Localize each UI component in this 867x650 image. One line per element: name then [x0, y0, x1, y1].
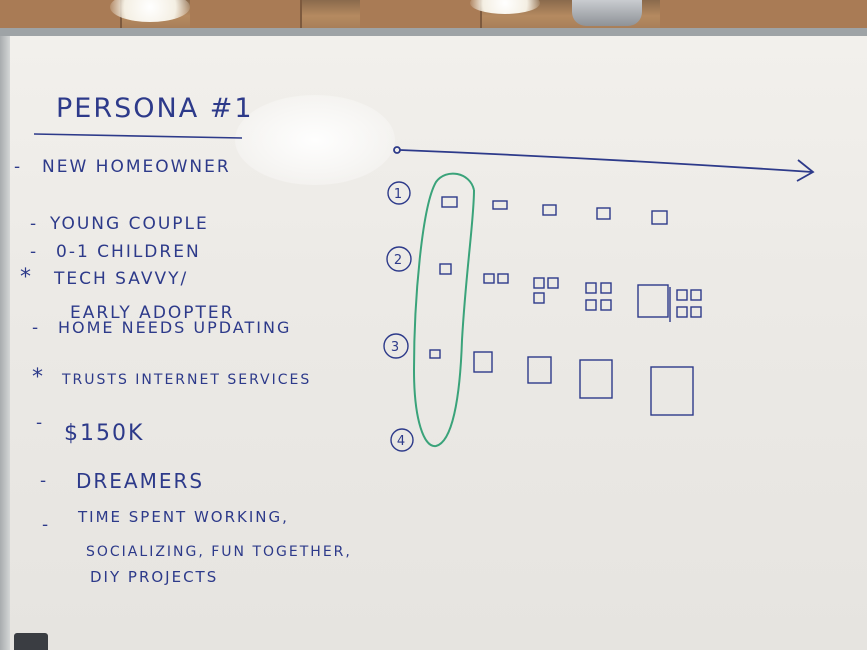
trait-bullet: -	[36, 413, 44, 433]
row-number: 1	[394, 187, 404, 202]
trait-bullet: -	[14, 157, 22, 177]
trait-text: TIME SPENT WORKING,	[77, 508, 289, 526]
trait-text: DIY PROJECTS	[90, 568, 218, 586]
row-number-circle	[390, 428, 414, 452]
eraser	[14, 633, 48, 650]
trait-bullet: -	[32, 318, 40, 338]
green-highlight-loop	[412, 172, 475, 448]
trait-text: TRUSTS INTERNET SERVICES	[61, 372, 311, 388]
timeline-arrow	[393, 146, 815, 182]
light-glare	[235, 95, 395, 185]
row-number-circle	[386, 246, 412, 272]
square-row-3	[429, 349, 694, 416]
trait-text: 0-1 CHILDREN	[56, 242, 201, 262]
trait-bullet: -	[30, 214, 38, 234]
trait-text: NEW HOMEOWNER	[42, 157, 231, 177]
title-underline	[33, 133, 243, 139]
square-row-2	[439, 263, 702, 322]
trait-bullet: -	[30, 242, 38, 262]
trait-text: SOCIALIZING, FUN TOGETHER,	[86, 544, 352, 560]
row-number: 4	[397, 434, 407, 449]
trait-text: EARLY ADOPTER	[70, 303, 234, 323]
trait-text: $150K	[64, 421, 144, 446]
air-duct	[572, 0, 642, 26]
ceiling-lamp	[110, 0, 190, 22]
ceiling-lamp	[470, 0, 540, 14]
whiteboard-edge	[0, 36, 10, 650]
row-number: 2	[394, 253, 404, 268]
trait-text: HOME NEEDS UPDATING	[58, 318, 291, 337]
trait-bullet: -	[42, 515, 50, 535]
trait-text: TECH SAVVY/	[53, 269, 188, 289]
trait-list: - NEW HOMEOWNER - YOUNG COUPLE - 0-1 CHI…	[14, 157, 352, 586]
trait-bullet: *	[32, 365, 45, 390]
persona-title: PERSONA #1	[56, 93, 254, 124]
trait-text: DREAMERS	[76, 469, 204, 493]
row-number-circle	[387, 181, 411, 205]
trait-text: YOUNG COUPLE	[49, 214, 209, 234]
row-numbers	[383, 181, 414, 452]
whiteboard	[0, 36, 867, 650]
row-number-circle	[383, 333, 409, 359]
row-number: 3	[391, 340, 401, 355]
square-row-1	[441, 196, 668, 225]
trait-bullet: *	[20, 265, 33, 290]
trait-bullet: -	[40, 471, 48, 491]
